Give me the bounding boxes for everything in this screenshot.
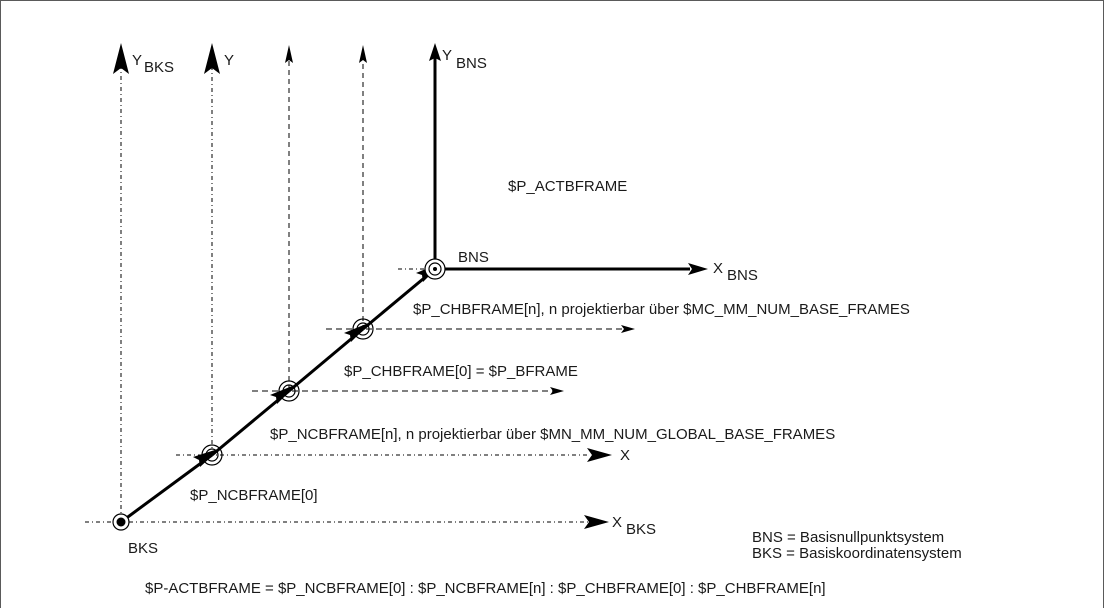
y-axes xyxy=(113,43,441,520)
y-axis-arrow-icon-4 xyxy=(359,45,367,63)
origin-markers xyxy=(112,258,446,531)
chbframe-0-label: $P_CHBFRAME[0] = $P_BFRAME xyxy=(344,363,578,380)
y-bks-arrow-icon xyxy=(113,43,129,74)
x-bns-label: X xyxy=(713,260,723,277)
x-axis-arrow-icon-2 xyxy=(587,448,612,462)
origin-icon-3 xyxy=(278,380,300,402)
chbframe-n-label: $P_CHBFRAME[n], n projektierbar über $MC… xyxy=(413,301,910,318)
y-bks-subscript: BKS xyxy=(144,59,174,76)
origin-icon-2 xyxy=(201,444,223,466)
ncbframe-n-label: $P_NCBFRAME[n], n projektierbar über $MN… xyxy=(270,426,835,443)
origin-bns-icon xyxy=(424,258,446,280)
y-bns-label: Y xyxy=(442,47,452,64)
x-label-2: X xyxy=(620,447,630,464)
chain-segment-2 xyxy=(211,389,290,457)
y-bns-arrow-icon xyxy=(429,43,441,61)
y-label-2: Y xyxy=(224,52,234,69)
actbframe-label: $P_ACTBFRAME xyxy=(508,178,627,195)
frame-labels: $P_ACTBFRAME $P_CHBFRAME[n], n projektie… xyxy=(190,178,910,504)
legend: BNS = Basisnullpunktsystem BKS = Basisko… xyxy=(752,529,962,562)
point-bns-label: BNS xyxy=(458,249,489,266)
legend-bks-definition: BKS = Basiskoordinatensystem xyxy=(752,545,962,562)
chain-segment-1 xyxy=(120,453,213,524)
origin-bks-icon xyxy=(112,513,130,531)
x-bns-subscript: BNS xyxy=(727,267,758,284)
axis-labels: Y BKS Y Y BNS X BNS X X BKS xyxy=(132,47,758,538)
x-bns-arrow-icon xyxy=(688,263,708,275)
y-axis-arrow-icon-2 xyxy=(204,43,220,74)
x-axis-arrow-icon-3 xyxy=(550,387,564,395)
y-bns-subscript: BNS xyxy=(456,55,487,72)
y-bks-label: Y xyxy=(132,52,142,69)
x-bks-subscript: BKS xyxy=(626,521,656,538)
ncbframe-0-label: $P_NCBFRAME[0] xyxy=(190,487,318,504)
frame-chain xyxy=(120,262,443,524)
origin-icon-4 xyxy=(352,318,374,340)
y-axis-arrow-icon-3 xyxy=(285,45,293,63)
x-axis-arrow-icon-4 xyxy=(621,325,635,333)
legend-bns-definition: BNS = Basisnullpunktsystem xyxy=(752,529,944,546)
x-bks-arrow-icon xyxy=(584,515,609,529)
formula-text: $P-ACTBFRAME = $P_NCBFRAME[0] : $P_NCBFR… xyxy=(145,580,826,597)
x-bks-label: X xyxy=(612,514,622,531)
x-axes xyxy=(85,263,708,529)
point-bks-label: BKS xyxy=(128,540,158,557)
